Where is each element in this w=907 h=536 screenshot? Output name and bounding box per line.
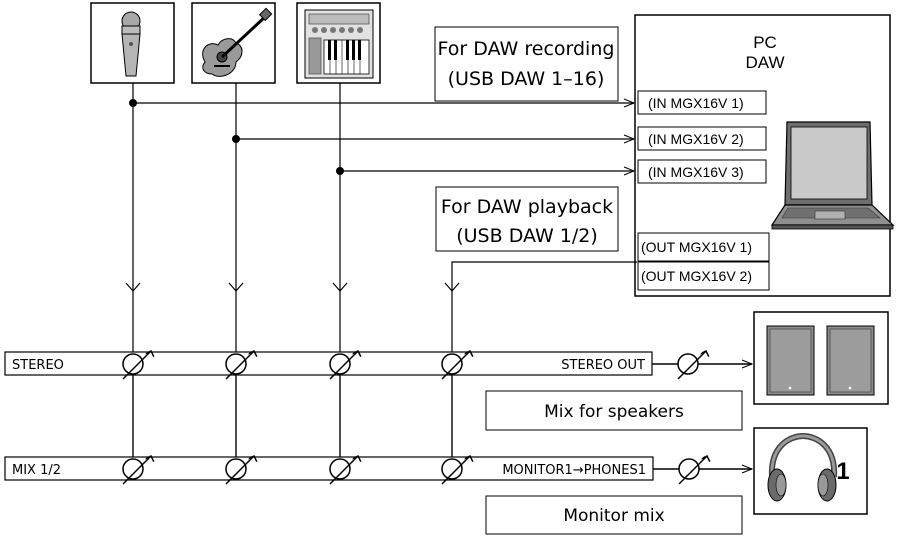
daw-recording-label: For DAW recording (USB DAW 1–16): [434, 26, 619, 102]
stereo-out-label: STEREO OUT: [561, 358, 645, 373]
svg-text:Mix for speakers: Mix for speakers: [544, 402, 684, 422]
monitor-caption: Monitor mix: [485, 495, 743, 535]
pc-title: PC: [753, 33, 777, 52]
level-knob-icon: [329, 456, 358, 485]
guitar-icon: [202, 7, 273, 77]
pc-subtitle: DAW: [745, 53, 784, 72]
headphones-icon: [767, 432, 838, 502]
svg-text:For DAW recording: For DAW recording: [438, 38, 615, 60]
monitor-out-label: MONITOR1→PHONES1: [502, 463, 646, 478]
source-guitar: [191, 2, 276, 84]
level-knob-icon: [329, 351, 358, 380]
mix-bus-label: MIX 1/2: [12, 463, 61, 478]
pc-box: PC DAW (IN MGX16V 1) (IN MGX16V 2) (IN M…: [634, 14, 895, 297]
stereo-bus-label: STEREO: [12, 358, 64, 373]
level-knob-icon: [225, 351, 254, 380]
level-knob-icon: [678, 456, 707, 485]
source-microphone: [90, 2, 175, 84]
source-keyboard: [296, 2, 381, 84]
pc-output-2: (OUT MGX16V 2): [641, 268, 752, 284]
level-knob-icon: [677, 351, 706, 380]
svg-text:(USB DAW 1–16): (USB DAW 1–16): [448, 68, 605, 90]
level-knobs: [122, 351, 752, 485]
pc-input-3: (IN MGX16V 3): [648, 164, 744, 180]
mix-bus: MIX 1/2 MONITOR1→PHONES1: [4, 456, 654, 481]
junction-dots: [129, 99, 344, 175]
speakers-box: [753, 311, 889, 405]
level-knob-icon: [122, 351, 151, 380]
level-knob-icon: [441, 456, 470, 485]
level-knob-icon: [441, 351, 470, 380]
svg-text:(USB DAW 1/2): (USB DAW 1/2): [456, 225, 598, 247]
speaker-icon: [766, 325, 815, 396]
level-knob-icon: [225, 456, 254, 485]
headphones-number: 1: [836, 458, 849, 485]
bus-links: [132, 375, 453, 457]
svg-text:For DAW playback: For DAW playback: [441, 196, 613, 218]
daw-playback-label: For DAW playback (USB DAW 1/2): [435, 186, 619, 252]
svg-text:Monitor mix: Monitor mix: [563, 506, 664, 526]
pc-output-1: (OUT MGX16V 1): [641, 239, 752, 255]
speakers-caption: Mix for speakers: [485, 390, 743, 431]
pc-input-1: (IN MGX16V 1): [648, 95, 744, 111]
microphone-icon: [121, 11, 141, 77]
level-knob-icon: [122, 456, 151, 485]
laptop-icon: [770, 121, 895, 230]
keyboard-icon: [304, 9, 374, 79]
stereo-bus: STEREO STEREO OUT: [4, 351, 653, 376]
speaker-icon: [826, 325, 875, 396]
pc-input-2: (IN MGX16V 2): [648, 131, 744, 147]
headphones-box: 1: [753, 427, 868, 515]
